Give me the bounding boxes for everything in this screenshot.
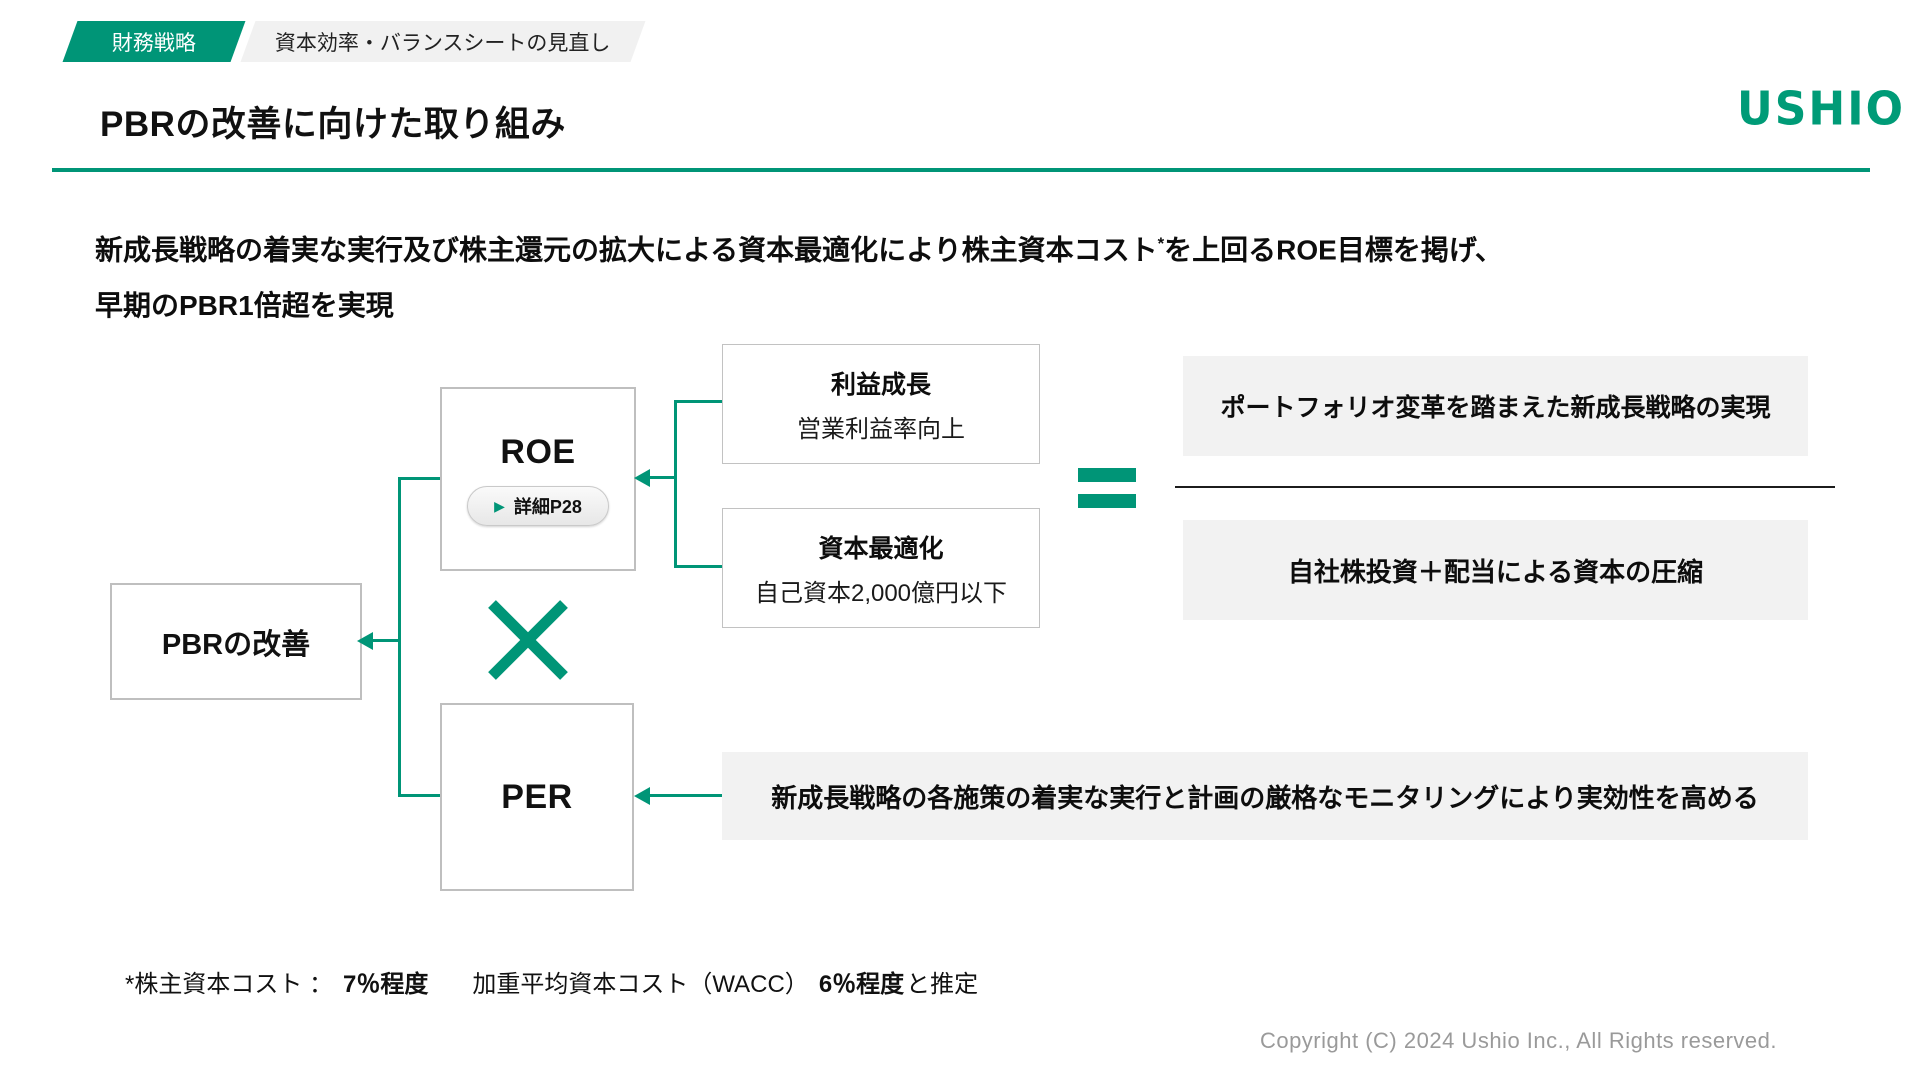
- lead-line-1: 新成長戦略の着実な実行及び株主還元の拡大による資本最適化により株主資本コスト*を…: [95, 216, 1503, 278]
- connector-profit-stub: [677, 400, 722, 403]
- lead-line1-cont: を上回るROE目標を掲げ、: [1164, 234, 1503, 266]
- copyright-text: Copyright (C) 2024 Ushio Inc., All Right…: [1259, 1028, 1777, 1053]
- arrow-left-icon-pbr: [357, 632, 373, 650]
- capital-optimization-box: 資本最適化 自己資本2,000億円以下: [722, 508, 1040, 628]
- lead-line1-text: 新成長戦略の着実な実行及び株主還元の拡大による資本最適化により株主資本コスト: [95, 234, 1158, 266]
- profit-growth-title: 利益成長: [830, 370, 931, 399]
- topic-badge: 資本効率・バランスシートの見直し: [240, 21, 646, 62]
- connector-mid-vertical: [674, 400, 677, 568]
- footnote-value-wacc: 6％程度: [818, 971, 905, 998]
- equals-bar-bottom: [1078, 494, 1136, 508]
- capital-optimization-subtitle: 自己資本2,000億円以下: [754, 579, 1008, 607]
- category-badge-label: 財務戦略: [112, 31, 196, 55]
- monitoring-note-box: 新成長戦略の各施策の着実な実行と計画の厳格なモニタリングにより実効性を高める: [722, 752, 1808, 840]
- capital-compression-box: 自社株投資＋配当による資本の圧縮: [1183, 520, 1808, 620]
- detail-p28-button-label: 詳細P28: [513, 496, 582, 517]
- strategy-realization-label: ポートフォリオ変革を踏まえた新成長戦略の実現: [1220, 394, 1771, 422]
- footnote-value-coe: 7％程度: [343, 971, 429, 998]
- footnote: *株主資本コスト ： 7％程度 加重平均資本コスト（WACC） 6％程度と推定: [125, 964, 978, 999]
- equals-icon: [1078, 468, 1136, 508]
- arrow-left-icon-per: [634, 787, 650, 805]
- arrow-left-icon-roe: [634, 469, 650, 487]
- connector-pbr-arrow-line: [373, 639, 399, 642]
- footnote-suffix: と推定: [906, 971, 979, 998]
- equals-bar-top: [1078, 468, 1136, 482]
- connector-per-arrow-line: [650, 794, 722, 797]
- play-icon: ▶: [494, 497, 505, 514]
- company-logo: USHIO: [1737, 82, 1906, 137]
- per-box-label: PER: [501, 777, 573, 816]
- roe-box-label: ROE: [500, 432, 576, 471]
- per-box: PER: [440, 703, 634, 891]
- topic-badge-label: 資本効率・バランスシートの見直し: [275, 31, 611, 55]
- capital-optimization-title: 資本最適化: [818, 534, 944, 563]
- detail-p28-button[interactable]: ▶ 詳細P28: [467, 485, 609, 526]
- page-title: PBRの改善に向けた取り組み: [100, 105, 566, 144]
- category-badge: 財務戦略: [62, 21, 246, 62]
- pbr-box: PBRの改善: [110, 583, 362, 700]
- connector-roe-left-stub: [398, 477, 440, 480]
- lead-text: 新成長戦略の着実な実行及び株主還元の拡大による資本最適化により株主資本コスト*を…: [95, 216, 1503, 334]
- roe-box: ROE ▶ 詳細P28: [440, 387, 636, 571]
- lead-line-2: 早期のPBR1倍超を実現: [95, 290, 394, 322]
- multiply-icon: [488, 600, 568, 680]
- connector-per-left-stub: [398, 794, 440, 797]
- profit-growth-subtitle: 営業利益率向上: [797, 415, 965, 443]
- title-underline: [52, 168, 1870, 172]
- monitoring-note-label: 新成長戦略の各施策の着実な実行と計画の厳格なモニタリングにより実効性を高める: [771, 782, 1759, 813]
- pbr-box-label: PBRの改善: [161, 628, 311, 661]
- strategy-realization-box: ポートフォリオ変革を踏まえた新成長戦略の実現: [1183, 356, 1808, 456]
- profit-growth-box: 利益成長 営業利益率向上: [722, 344, 1040, 464]
- capital-compression-label: 自社株投資＋配当による資本の圧縮: [1287, 556, 1704, 587]
- footnote-marker: *: [1157, 234, 1165, 253]
- fraction-divider: [1175, 486, 1835, 488]
- connector-capital-stub: [677, 565, 722, 568]
- connector-left-vertical: [398, 477, 401, 797]
- connector-roe-arrow-line: [650, 476, 675, 479]
- footnote-prefix: *株主資本コスト ：: [125, 971, 334, 998]
- footnote-wacc-label: 加重平均資本コスト（WACC）: [472, 971, 809, 998]
